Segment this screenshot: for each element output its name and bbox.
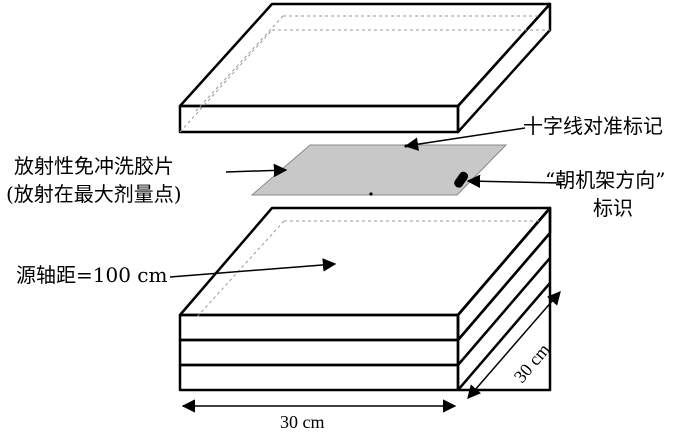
- depth-dimension-arrow: [467, 290, 561, 400]
- gantry-label-line1: “朝机架方向”: [545, 168, 666, 192]
- crosshair-leader: [404, 127, 526, 151]
- gantry-label-line2: 标识: [593, 196, 633, 220]
- film-label-line2: (放射在最大剂量点): [6, 182, 182, 206]
- ssd-leader: [169, 258, 337, 278]
- top-slab: [178, 2, 552, 134]
- width-label: 30 cm: [280, 412, 325, 432]
- ssd-label: 源轴距=100 cm: [16, 263, 168, 287]
- crosshair-label: 十字线对准标记: [523, 114, 663, 138]
- film-sheet: [250, 144, 508, 196]
- gantry-direction-mark: [454, 171, 469, 188]
- film-leader: [225, 163, 288, 178]
- crosshair-mark-bottom: [369, 192, 373, 196]
- bottom-slab-stack: [178, 206, 552, 392]
- depth-label: 30 cm: [510, 340, 554, 387]
- film-label-line1: 放射性免冲洗胶片: [14, 154, 174, 178]
- leader-lines: [169, 127, 561, 278]
- dimension-arrows: [181, 290, 561, 413]
- gantry-leader: [466, 174, 561, 189]
